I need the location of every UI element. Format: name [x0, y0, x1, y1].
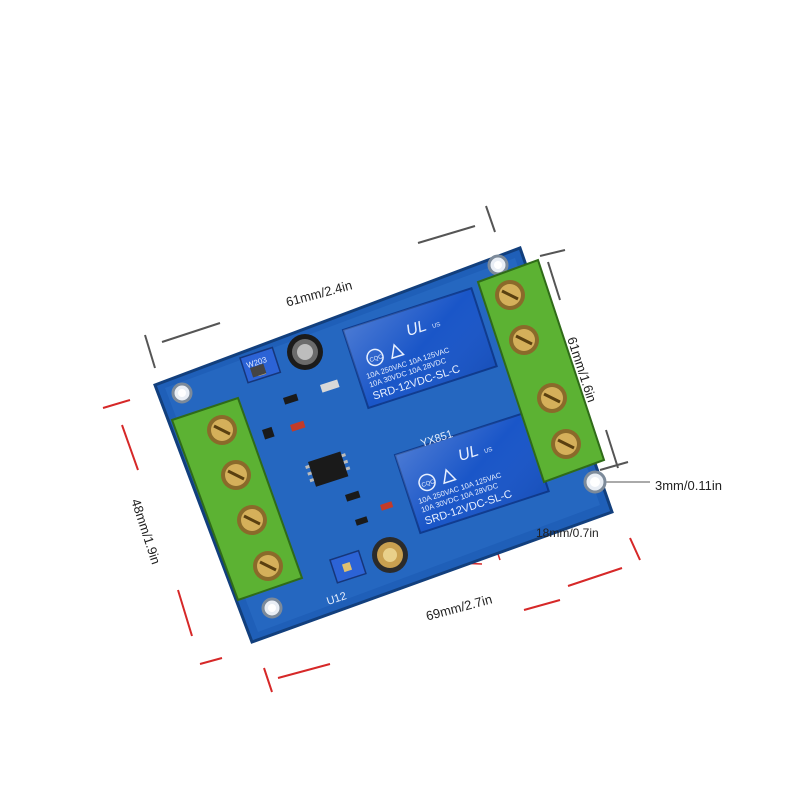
screw-terminal	[509, 325, 539, 355]
screw-terminal	[537, 383, 567, 413]
ic-chip	[305, 451, 351, 487]
relay-2-ul: US	[484, 447, 494, 455]
pcb-board: CQC UL US 10A 250VAC 10A 125VAC 10A 30VD…	[153, 246, 614, 644]
screw-terminal	[495, 280, 525, 310]
mounting-holes	[171, 254, 607, 619]
svg-text:UL: UL	[404, 318, 429, 340]
screw-terminal	[207, 415, 237, 445]
relay-1-ul: US	[432, 322, 442, 330]
screw-terminal	[221, 460, 251, 490]
dimension-marks-gray	[144, 205, 650, 483]
potentiometer-bottom	[329, 549, 367, 584]
relay-2-cert: CQC	[421, 479, 436, 489]
screw-terminal	[237, 505, 267, 535]
dimension-gap: 18mm/0.7in	[536, 526, 599, 540]
terminal-block-right	[476, 258, 606, 484]
smd-components	[250, 363, 394, 526]
capacitor-bottom	[372, 537, 408, 573]
screw-terminal	[551, 429, 581, 459]
relay-1: CQC UL US 10A 250VAC 10A 125VAC 10A 30VD…	[341, 287, 498, 410]
terminal-block-left	[170, 396, 304, 602]
relay-1-cert: CQC	[369, 354, 384, 364]
screw-terminal	[253, 551, 283, 581]
dimension-hole: 3mm/0.11in	[655, 478, 722, 493]
capacitor-top	[287, 334, 323, 370]
board-label-bottom: U12	[325, 590, 348, 608]
svg-text:UL: UL	[456, 443, 481, 465]
relay-2: CQC UL US 10A 250VAC 10A 125VAC 10A 30VD…	[393, 412, 550, 535]
